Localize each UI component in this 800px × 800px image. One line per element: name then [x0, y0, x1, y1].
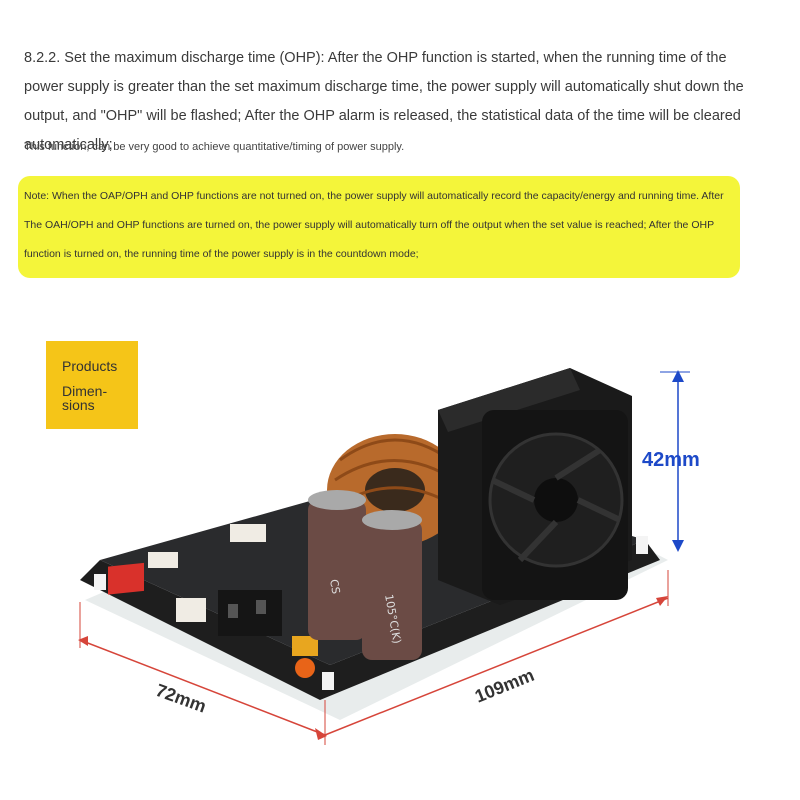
badge-line-2: Dimen- sions: [62, 383, 108, 413]
capacitor-1-top: [308, 490, 366, 510]
capacitor-2: [362, 520, 422, 660]
width-dimension-line: [79, 639, 326, 736]
capacitor-1-label: CS: [327, 578, 342, 595]
connector-1: [148, 552, 178, 568]
product-image: CS 105°C(K): [78, 368, 690, 745]
note-box: Note: When the OAP/OPH and OHP functions…: [18, 176, 740, 278]
badge-line-1: Products: [62, 358, 118, 374]
terminal-screw-2: [256, 600, 266, 614]
section-paragraph: 8.2.2. Set the maximum discharge time (O…: [24, 50, 744, 153]
connector-2: [230, 524, 266, 542]
terminal-block: [218, 590, 282, 636]
products-dimensions-badge: Products Dimen- sions: [46, 341, 138, 429]
fan-blades: [490, 447, 622, 563]
note-text: Note: When the OAP/OPH and OHP functions…: [24, 190, 724, 260]
connector-3: [176, 598, 206, 622]
width-arrow-right: [315, 728, 327, 740]
terminal-screw-1: [228, 604, 238, 618]
length-arrow-right: [656, 596, 668, 606]
capacitor-2-top: [362, 510, 422, 530]
yellow-component: [292, 636, 318, 656]
height-arrow-top: [672, 370, 684, 382]
standoff-3: [636, 536, 648, 554]
standoff-2: [322, 672, 334, 690]
height-dimension-label: 42mm: [642, 449, 700, 471]
width-arrow-left: [78, 636, 88, 646]
heatsink-fins: [438, 368, 580, 432]
dip-switch: [108, 562, 144, 595]
length-dimension-line: [324, 597, 669, 736]
section-sub-note: This function, can be very good to achie…: [24, 141, 405, 153]
height-arrow-bottom: [672, 540, 684, 552]
orange-capacitor: [295, 658, 315, 678]
standoff-1: [94, 574, 106, 590]
capacitor-1: [308, 500, 366, 640]
toroid-center: [365, 468, 425, 512]
fan-hub: [534, 478, 578, 522]
